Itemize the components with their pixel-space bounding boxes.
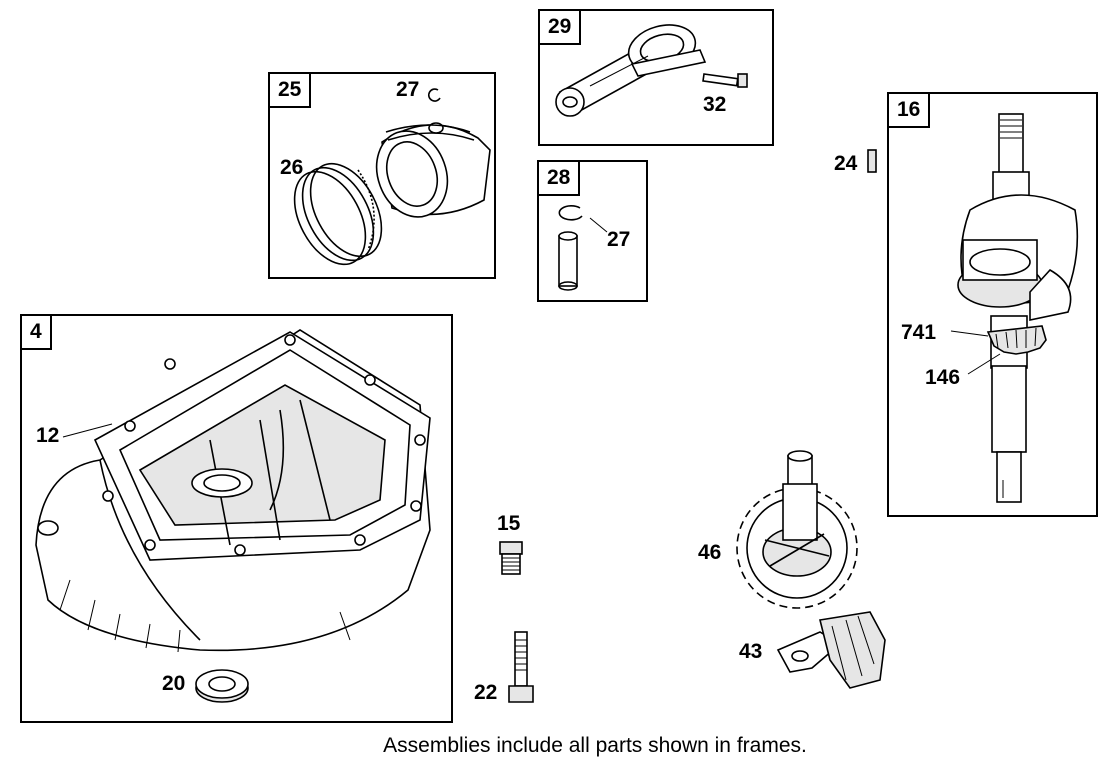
callout-32-rod-bolt: 32 (703, 93, 727, 116)
callout-27-retaining-clip: 27 (396, 78, 420, 101)
frame-28-number: 28 (537, 160, 581, 196)
caption: Assemblies include all parts shown in fr… (383, 734, 807, 757)
piston-drawing (375, 122, 491, 218)
crankshaft-drawing (957, 113, 1079, 503)
callout-27-pin-clip: 27 (607, 228, 631, 251)
callout-15-drain-plug: 15 (497, 512, 521, 535)
frame-4-number: 4 (20, 314, 52, 350)
frame-16-number: 16 (887, 92, 931, 128)
callout-22-bolt: 22 (474, 681, 498, 704)
callout-741: 741 (901, 321, 937, 344)
frame-25-number: 25 (268, 72, 312, 108)
leader-146 (967, 353, 1001, 375)
frame-29-number: 29 (538, 9, 582, 45)
callout-24-key: 24 (834, 152, 858, 175)
key-drawing (867, 149, 877, 173)
callout-43-governor: 43 (739, 640, 763, 663)
rod-bolt-drawing (702, 73, 748, 88)
drain-plug-drawing (499, 541, 523, 575)
callout-12-gasket: 12 (36, 424, 60, 447)
callout-26-piston-rings: 26 (280, 156, 304, 179)
cover-bolt-drawing (508, 631, 534, 703)
leader-12 (62, 423, 113, 438)
leader-741 (950, 330, 989, 337)
retaining-clip-drawing (427, 88, 441, 102)
piston-rings-drawing (293, 162, 383, 266)
callout-20-oil-seal: 20 (162, 672, 186, 695)
governor-drawing (776, 611, 886, 689)
oil-seal-drawing (195, 669, 249, 703)
piston-pin-drawing (558, 231, 578, 291)
frame-28-piston-pin: 28 (537, 160, 648, 302)
crankcase-cover-drawing (35, 329, 431, 653)
callout-46-camshaft: 46 (698, 541, 722, 564)
callout-146: 146 (925, 366, 961, 389)
connecting-rod-drawing (555, 24, 707, 117)
leader-27b (589, 217, 608, 233)
pin-clip-drawing (558, 205, 583, 221)
camshaft-gear-drawing (736, 450, 858, 609)
